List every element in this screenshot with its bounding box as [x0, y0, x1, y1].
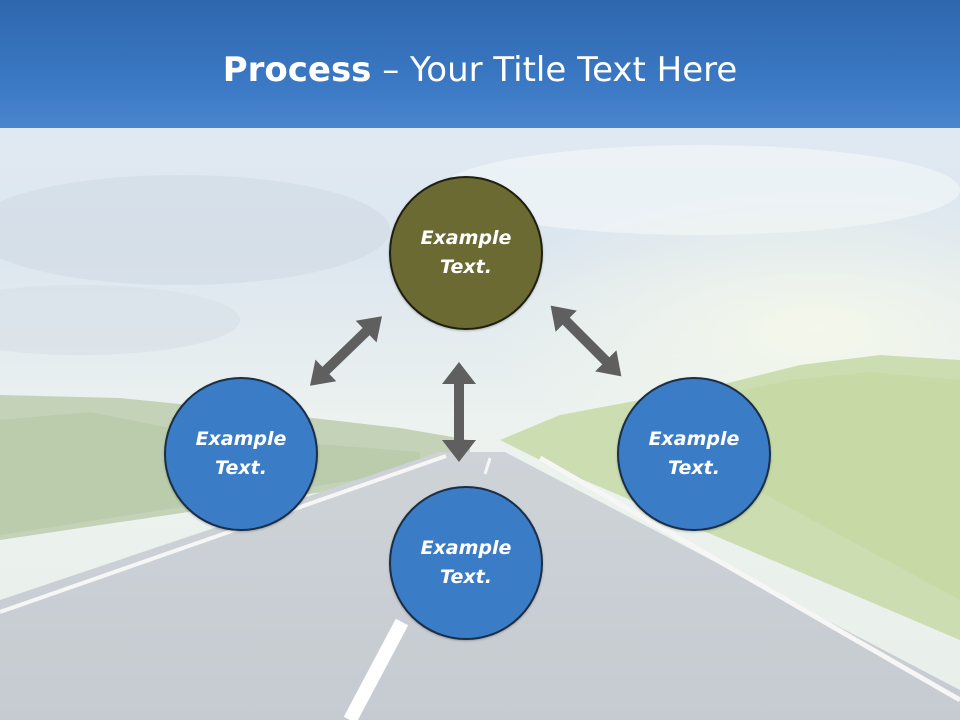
title-rest: – Your Title Text Here — [371, 50, 738, 90]
double-arrow-right — [550, 305, 622, 377]
process-node-right: Example Text. — [617, 377, 771, 531]
title-bold: Process — [222, 50, 372, 90]
double-arrow-left — [310, 316, 382, 386]
double-arrow-vertical — [442, 362, 476, 462]
slide-title: Process – Your Title Text Here — [0, 50, 960, 90]
node-bottom-label: Example Text. — [420, 537, 512, 588]
process-node-top: Example Text. — [389, 176, 543, 330]
node-right-label: Example Text. — [648, 428, 740, 479]
node-left-label: Example Text. — [195, 428, 287, 479]
process-node-left: Example Text. — [164, 377, 318, 531]
process-node-bottom: Example Text. — [389, 486, 543, 640]
title-bar — [0, 0, 960, 128]
node-top-label: Example Text. — [420, 227, 512, 278]
